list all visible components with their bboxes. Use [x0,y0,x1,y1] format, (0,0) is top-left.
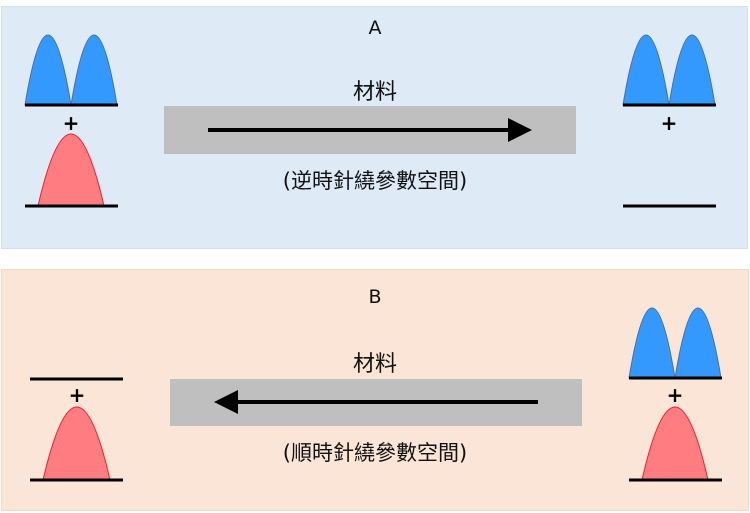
single-peak-icon [37,133,105,207]
panel-a-right-state: + [622,34,716,208]
single-peak-icon [42,406,111,481]
plus-operator: + [63,111,80,135]
double-peak-icon [622,34,716,106]
plus-operator: + [69,383,86,407]
panel-b-material-label: 材料 [352,352,397,377]
panel-b-letter: B [368,286,382,308]
plus-operator: + [661,111,678,135]
panel-a-caption: (逆時針繞參數空間) [282,169,468,193]
panel-a-letter: A [368,17,382,39]
panel-a-left-state: + [24,34,118,208]
panel-a-material-label: 材料 [352,80,397,105]
panel-b-right-state: + [628,307,722,482]
single-peak-icon [641,406,709,481]
panel-b-caption: (順時針繞參數空間) [282,441,468,465]
panel-b-left-state: + [30,377,123,482]
double-peak-icon [24,34,118,106]
plus-operator: + [667,383,684,407]
double-peak-icon [628,307,722,379]
